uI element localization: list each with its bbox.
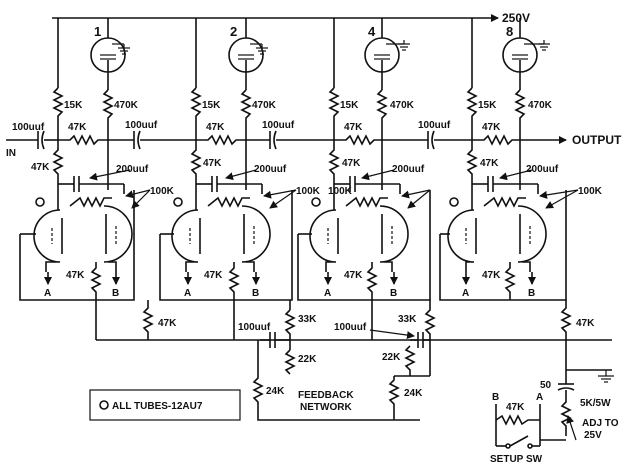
ground-icon [256, 44, 268, 55]
bottom-network: 47K 47K 33K 22K 100uuf 24K 33K 22K 100uu… [96, 300, 619, 465]
input-cap-label: 100uuf [12, 122, 45, 133]
plate-resistor-right-label: 470K [114, 100, 139, 111]
tube-number: 4 [368, 24, 376, 39]
series-resistor-label: 47K [206, 122, 225, 133]
cathode-resistor-label: 47K [204, 270, 223, 281]
setup-a-label: A [536, 392, 543, 403]
output-b-label: B [528, 288, 535, 299]
series-resistor-label: 47K [482, 122, 501, 133]
bottom-left-resistor-label: 47K [158, 318, 177, 329]
ground-icon [118, 44, 130, 55]
ground-icon [598, 370, 614, 383]
ground-icon [538, 40, 550, 51]
fb-cap-left-label: 100uuf [238, 322, 271, 333]
fb-resistor-low-left-label: 24K [266, 386, 285, 397]
fb-resistor-top-right-label: 33K [398, 314, 417, 325]
stage-2: 2 15K 470K 47K 100uuf 47K 200uuf [140, 18, 321, 340]
pot-label: 5K/5W [580, 398, 611, 409]
feedback-network-line2: NETWORK [300, 402, 352, 413]
signal-line: 100uuf IN [6, 122, 58, 159]
setup-resistor-label: 47K [506, 402, 525, 413]
tube-number: 1 [94, 24, 101, 39]
grid-resistor-label: 47K [480, 158, 499, 169]
output-b-label: B [390, 288, 397, 299]
tube-marker-icon [311, 197, 321, 207]
plate-resistor-left-label: 15K [340, 100, 359, 111]
series-resistor-label: 47K [344, 122, 363, 133]
output-a-label: A [44, 288, 51, 299]
tube-marker-icon [99, 400, 109, 410]
stage-3: 4 15K 470K 47K 100uuf 47K 200uuf [276, 18, 451, 340]
tube-number: 8 [506, 24, 513, 39]
stage-4: 8 15K 470K 47K OUTPUT 47K 200uuf [434, 18, 622, 301]
adjust-line2: 25V [584, 430, 602, 441]
series-resistor-label: 47K [68, 122, 87, 133]
output-b-label: B [252, 288, 259, 299]
fb-resistor-mid-left-label: 22K [298, 354, 317, 365]
fb-cap-right-label: 100uuf [334, 322, 367, 333]
output-a-label: A [462, 288, 469, 299]
feedback-resistor-label: 100K [328, 186, 353, 197]
tube-icon [33, 197, 133, 272]
grid-resistor-label: 47K [203, 158, 222, 169]
supply-rail: 250V [52, 11, 530, 25]
output-label: OUTPUT [572, 133, 622, 147]
bypass-cap-label: 200uuf [392, 164, 425, 175]
adjust-line1: ADJ TO [582, 418, 619, 429]
grid-resistor-label: 47K [31, 162, 50, 173]
grid-resistor-label: 47K [342, 158, 361, 169]
cathode-resistor-label: 47K [344, 270, 363, 281]
cathode-resistor-label: 47K [66, 270, 85, 281]
tube-icon [309, 197, 409, 272]
setup-switch-label: SETUP SW [490, 454, 543, 465]
bottom-right-resistor-label: 47K [576, 318, 595, 329]
tube-icon [171, 197, 271, 272]
stage-1: 1 15K 470K 47K 100uuf 47K 200uuf [19, 18, 175, 340]
fb-resistor-low-right-label: 24K [404, 388, 423, 399]
cap-50-label: 50 [540, 380, 552, 391]
setup-b-label: B [492, 392, 499, 403]
bypass-cap-label: 200uuf [254, 164, 287, 175]
legend: ALL TUBES-12AU7 [89, 389, 241, 421]
plate-resistor-left-label: 15K [478, 100, 497, 111]
tube-number: 2 [230, 24, 237, 39]
tube-marker-icon [173, 197, 183, 207]
feedback-resistor-label: 100K [296, 186, 321, 197]
bypass-cap-label: 200uuf [116, 164, 149, 175]
coupling-cap-label: 100uuf [418, 120, 451, 131]
plate-resistor-right-label: 470K [528, 100, 553, 111]
plate-resistor-right-label: 470K [252, 100, 277, 111]
plate-resistor-left-label: 15K [64, 100, 83, 111]
tube-icon [447, 197, 547, 272]
coupling-cap-label: 100uuf [125, 120, 158, 131]
fb-resistor-mid-right-label: 22K [382, 352, 401, 363]
coupling-cap-label: 100uuf [262, 120, 295, 131]
input-capacitor [37, 130, 45, 150]
fb-resistor-top-left-label: 33K [298, 314, 317, 325]
output-a-label: A [184, 288, 191, 299]
input-label: IN [6, 148, 16, 159]
cathode-resistor-label: 47K [482, 270, 501, 281]
plate-resistor-left-label: 15K [202, 100, 221, 111]
bypass-cap-label: 200uuf [526, 164, 559, 175]
tube-marker-icon [449, 197, 459, 207]
feedback-resistor-label: 100K [578, 186, 603, 197]
supply-label: 250V [502, 11, 530, 25]
legend-text: ALL TUBES-12AU7 [112, 401, 203, 412]
tube-marker-icon [35, 197, 45, 207]
output-a-label: A [324, 288, 331, 299]
feedback-network-line1: FEEDBACK [298, 390, 354, 401]
ground-icon [398, 40, 410, 51]
output-b-label: B [112, 288, 119, 299]
feedback-resistor-label: 100K [150, 186, 175, 197]
plate-resistor-right-label: 470K [390, 100, 415, 111]
